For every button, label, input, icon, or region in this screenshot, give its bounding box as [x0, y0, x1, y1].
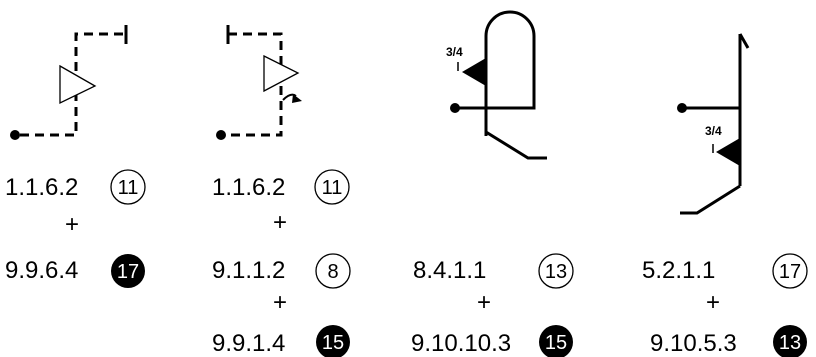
- code-label: 1.1.6.2: [212, 174, 285, 201]
- column-1-labels: 1.1.6.2 11 + 9.9.6.4 17: [5, 169, 146, 288]
- badge-number: 15: [322, 332, 344, 354]
- badge-outline: [538, 253, 574, 289]
- symbol-1: [10, 25, 128, 140]
- badge-filled: [773, 325, 807, 357]
- top-flag: [738, 33, 750, 49]
- code-label: 9.10.10.3: [411, 330, 511, 357]
- triangle-symbol: [59, 64, 97, 105]
- code-label: 9.9.6.4: [5, 257, 78, 284]
- badge-outline: [314, 169, 350, 205]
- badge-number: 13: [545, 261, 567, 283]
- column-2-labels: 1.1.6.2 11 + 9.1.1.2 8 + 9.9.1.4 15: [212, 169, 351, 357]
- badge-number: 11: [322, 177, 343, 199]
- column-3-labels: 8.4.1.1 13 + 9.10.10.3 15: [411, 253, 574, 357]
- fraction-label: 3/4: [446, 45, 463, 59]
- start-dot: [10, 130, 20, 140]
- dashed-path: [226, 32, 283, 137]
- badge-number: 17: [117, 261, 139, 283]
- start-dot: [216, 130, 226, 140]
- badge-number: 11: [118, 177, 139, 199]
- start-dot: [677, 103, 687, 113]
- badge-outline: [315, 253, 351, 289]
- badge-number: 8: [327, 261, 338, 283]
- start-dot: [450, 103, 460, 113]
- symbol-4: 3/4: [677, 33, 750, 215]
- solid-triangle: [716, 138, 740, 166]
- badge-number: 17: [779, 261, 801, 283]
- plus-sign: +: [273, 209, 287, 236]
- plus-sign: +: [65, 211, 79, 238]
- plus-sign: +: [477, 289, 491, 316]
- curved-arrow: [282, 93, 297, 101]
- fraction-label: 3/4: [705, 124, 722, 138]
- code-label: 9.1.1.2: [212, 257, 285, 284]
- badge-filled: [316, 325, 350, 357]
- code-label: 9.10.5.3: [650, 330, 737, 357]
- badge-outline: [772, 253, 808, 289]
- badge-filled: [111, 254, 145, 288]
- badge-number: 15: [545, 332, 567, 354]
- arrow-head: [292, 94, 302, 103]
- column-4-labels: 5.2.1.1 17 + 9.10.5.3 13: [642, 253, 808, 357]
- badge-number: 13: [779, 332, 801, 354]
- code-label: 1.1.6.2: [5, 174, 78, 201]
- solid-triangle: [462, 58, 486, 86]
- diagonal-leg: [484, 108, 547, 160]
- plus-sign: +: [706, 289, 720, 316]
- u-loop: [458, 10, 536, 136]
- plus-sign: +: [273, 289, 287, 316]
- code-label: 5.2.1.1: [642, 257, 715, 284]
- badge-outline: [110, 169, 146, 205]
- symbol-2: [216, 25, 302, 140]
- symbol-3: 3/4: [446, 10, 547, 160]
- badge-filled: [539, 325, 573, 357]
- triangle-symbol: [263, 54, 300, 93]
- code-label: 8.4.1.1: [413, 257, 486, 284]
- code-label: 9.9.1.4: [212, 330, 285, 357]
- diagonal-leg: [680, 184, 741, 215]
